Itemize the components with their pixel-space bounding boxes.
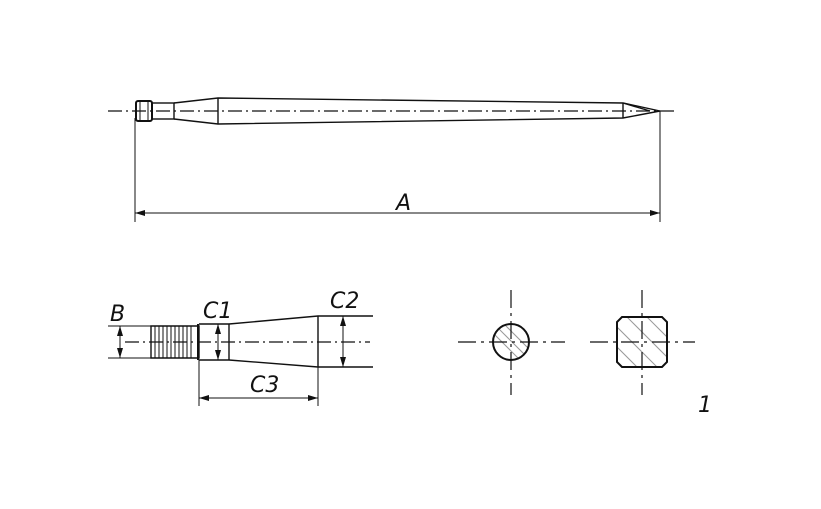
tine-side-view: A (108, 97, 675, 222)
label-B: B (110, 302, 125, 327)
collar (151, 102, 175, 120)
square-section (590, 290, 695, 395)
label-C2: C2 (330, 289, 359, 314)
note-number: 1 (698, 393, 712, 418)
round-section (458, 290, 565, 395)
label-C3: C3 (250, 373, 279, 398)
label-C1: C1 (203, 299, 232, 324)
label-A: A (394, 191, 411, 216)
shank-detail: B C1 C2 C3 (108, 289, 373, 406)
